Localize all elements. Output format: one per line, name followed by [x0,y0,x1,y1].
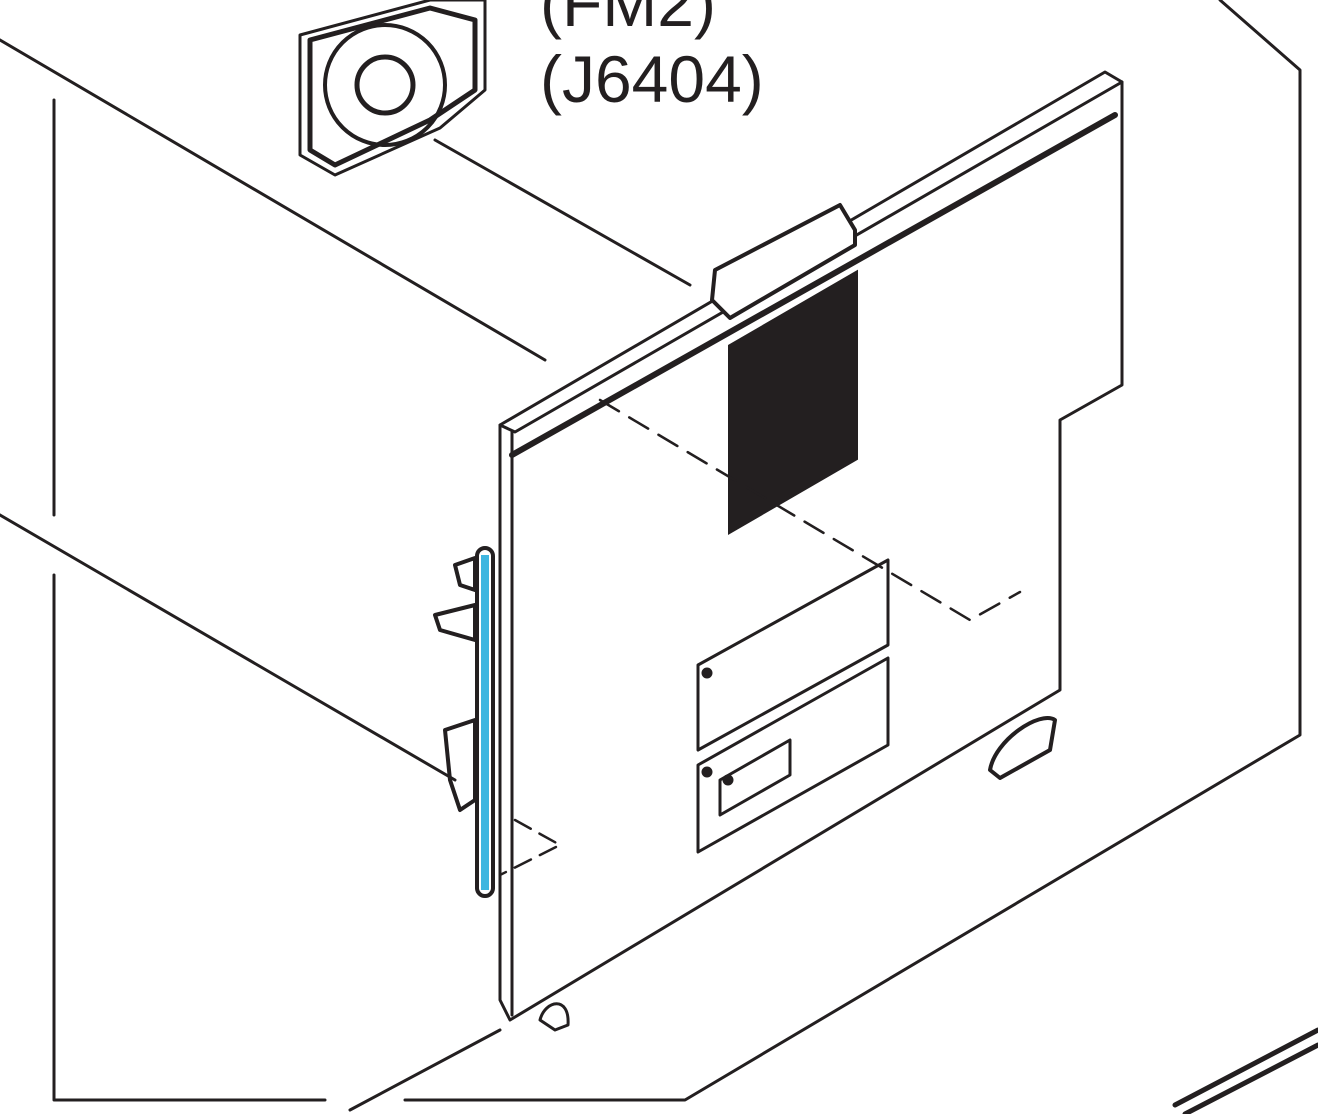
circuit-board-panel [498,70,1124,1032]
connector-label: (J6404) [540,42,764,116]
part-name-label: (FM2) [540,0,716,40]
hinge-rail [433,546,495,898]
rail-part [1172,1027,1318,1114]
fan-icon [298,0,487,177]
